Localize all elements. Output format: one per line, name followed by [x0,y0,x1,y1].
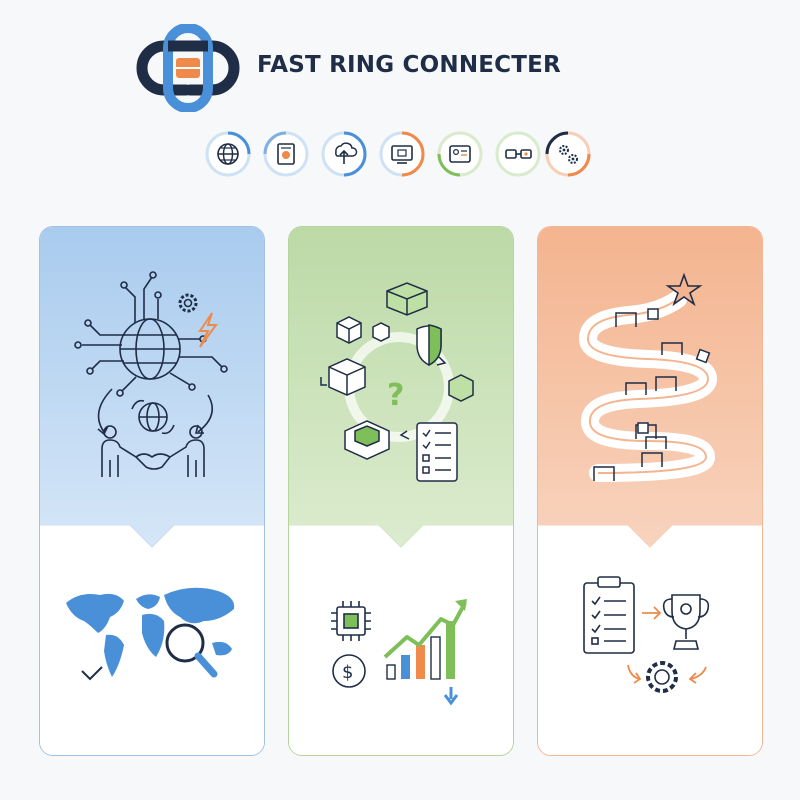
winding-road-illustration [578,272,718,482]
goal-achievement-icon [583,576,710,693]
document-badge-icon[interactable] [263,131,309,177]
panel-header-area [538,227,762,547]
finance-growth-icon: $ [331,599,467,706]
globe-icon[interactable] [205,131,251,177]
panel-lower-card [538,525,762,755]
monitor-icon[interactable] [379,131,425,177]
question-mark-icon: ? [387,378,404,413]
id-card-icon[interactable] [437,131,483,177]
panel-solution-finance[interactable]: ? $ [288,226,514,756]
problem-solving-illustration: ? [320,282,474,482]
upload-cloud-icon[interactable] [321,131,367,177]
feature-icon-row [205,131,595,181]
network-handshake-illustration [74,271,228,477]
world-map-search-icon [66,587,235,681]
panel-global-network[interactable] [39,226,265,756]
gears-icon[interactable] [545,131,591,177]
ring-logo-icon [136,24,240,112]
panel-header-area [289,227,513,547]
app-title: FAST RING CONNECTER [257,52,561,78]
connector-icon[interactable] [495,131,541,177]
header: FAST RING CONNECTER [0,0,800,120]
panel-lower-card: $ [289,525,513,755]
panel-header-area [40,227,264,547]
panel-roadmap-goals[interactable] [537,226,763,756]
panel-lower-card [40,525,264,755]
dollar-icon: $ [342,662,353,683]
